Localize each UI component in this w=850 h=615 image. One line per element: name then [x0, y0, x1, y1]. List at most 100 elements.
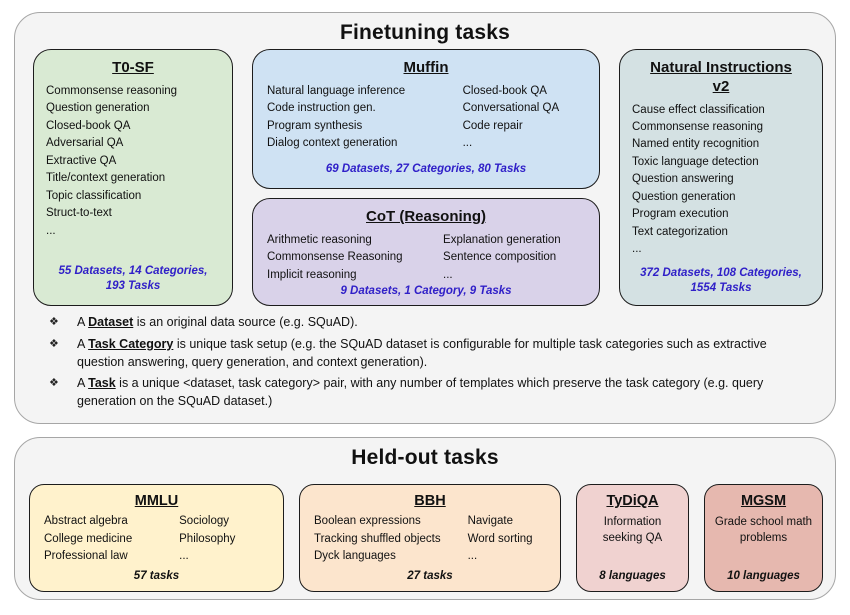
mgsm-stats: 10 languages — [727, 570, 800, 582]
niv2-stats: 372 Datasets, 108 Categories, 1554 Tasks — [640, 266, 802, 295]
natural-instructions-v2-box: Natural Instructions v2 Cause effect cla… — [619, 49, 823, 306]
note-pre: A — [77, 315, 89, 329]
task-item: Cause effect classification — [632, 103, 765, 116]
mmlu-title: MMLU — [134, 493, 179, 509]
note-post: is unique task setup (e.g. the SQuAD dat… — [77, 336, 767, 369]
task-item: Extractive QA — [46, 154, 117, 167]
cot-stats: 9 Datasets, 1 Category, 9 Tasks — [340, 285, 512, 298]
bbh-stats: 27 tasks — [407, 570, 453, 582]
task-item: Topic classification — [46, 189, 142, 202]
task-item: Commonsense reasoning — [632, 120, 764, 133]
note-post: is an original data source (e.g. SQuAD). — [133, 315, 358, 329]
task-item: ... — [179, 550, 189, 563]
note-post: is a unique <dataset, task category> pai… — [77, 376, 764, 408]
tydiqa-title: TyDiQA — [606, 493, 659, 509]
note-task: ❖ A Task is a unique <dataset, task cate… — [49, 375, 813, 411]
task-item: ... — [632, 243, 642, 256]
note-task-category-text: A Task Category is unique task setup (e.… — [77, 336, 813, 372]
definition-notes: ❖ A Dataset is an original data source (… — [49, 314, 813, 415]
mmlu-stats: 57 tasks — [133, 570, 180, 582]
note-pre: A — [77, 376, 89, 391]
task-item: Named entity recognition — [632, 138, 760, 151]
note-pre: A — [77, 336, 89, 351]
task-item: Word sorting — [467, 532, 533, 545]
task-item: Commonsense reasoning — [46, 84, 178, 97]
note-dataset-text: A Dataset is an original data source (e.… — [77, 314, 813, 332]
tydiqa-description: Information seeking QA — [602, 516, 663, 544]
muffin-title: Muffin — [403, 59, 449, 76]
task-item: Sociology — [179, 515, 229, 528]
task-item: Struct-to-text — [46, 207, 112, 220]
task-item: ... — [467, 550, 478, 563]
diamond-bullet-icon: ❖ — [49, 316, 59, 328]
task-item: Dyck languages — [314, 550, 396, 563]
diamond-bullet-icon: ❖ — [49, 377, 59, 390]
task-item: Program execution — [632, 208, 729, 221]
task-item: ... — [462, 137, 473, 150]
task-item: Boolean expressions — [314, 515, 421, 528]
mgsm-title: MGSM — [740, 493, 787, 509]
task-item: Toxic language detection — [632, 155, 759, 168]
niv2-title: Natural Instructions v2 — [650, 59, 792, 95]
tydiqa-box: TyDiQA Information seeking QA 8 language… — [576, 484, 689, 592]
heldout-panel-title: Held-out tasks — [351, 446, 499, 469]
task-item: Question generation — [46, 102, 150, 115]
task-item: Closed-book QA — [462, 84, 547, 97]
task-item: Sentence composition — [443, 251, 557, 264]
task-item: Philosophy — [179, 532, 236, 545]
task-item: Tracking shuffled objects — [314, 532, 441, 545]
diamond-bullet-icon: ❖ — [49, 337, 59, 350]
task-item: ... — [46, 224, 56, 237]
finetuning-panel-title: Finetuning tasks — [339, 21, 511, 44]
task-item: Question generation — [632, 190, 736, 203]
task-item: Closed-book QA — [46, 119, 131, 132]
mgsm-box: MGSM Grade school math problems 10 langu… — [704, 484, 823, 592]
note-term: Dataset — [88, 315, 134, 329]
task-item: Conversational QA — [462, 102, 560, 115]
finetuning-tasks-panel: Finetuning tasks T0-SF Commonsense reaso… — [14, 12, 836, 424]
t0sf-stats: 55 Datasets, 14 Categories, 193 Tasks — [58, 264, 208, 293]
note-task-category: ❖ A Task Category is unique task setup (… — [49, 336, 813, 372]
note-task-text: A Task is a unique <dataset, task catego… — [77, 375, 813, 411]
task-item: Adversarial QA — [46, 137, 124, 150]
task-item: Program synthesis — [267, 119, 363, 132]
task-item: Arithmetic reasoning — [267, 233, 372, 246]
task-item: Abstract algebra — [44, 515, 128, 528]
task-item: Explanation generation — [443, 233, 561, 246]
tydiqa-stats: 8 languages — [599, 570, 666, 582]
note-term: Task — [88, 376, 116, 391]
note-term: Task Category — [88, 336, 174, 351]
cot-title: CoT (Reasoning) — [366, 208, 486, 225]
task-item: Dialog context generation — [267, 137, 398, 150]
note-dataset: ❖ A Dataset is an original data source (… — [49, 314, 813, 332]
task-item: Question answering — [632, 173, 734, 186]
t0sf-title: T0-SF — [112, 59, 154, 76]
task-item: Title/context generation — [46, 172, 166, 185]
task-item: Text categorization — [632, 225, 728, 238]
task-item: Code instruction gen. — [267, 102, 376, 115]
task-item: Natural language inference — [267, 84, 406, 97]
task-item: Implicit reasoning — [267, 268, 357, 281]
